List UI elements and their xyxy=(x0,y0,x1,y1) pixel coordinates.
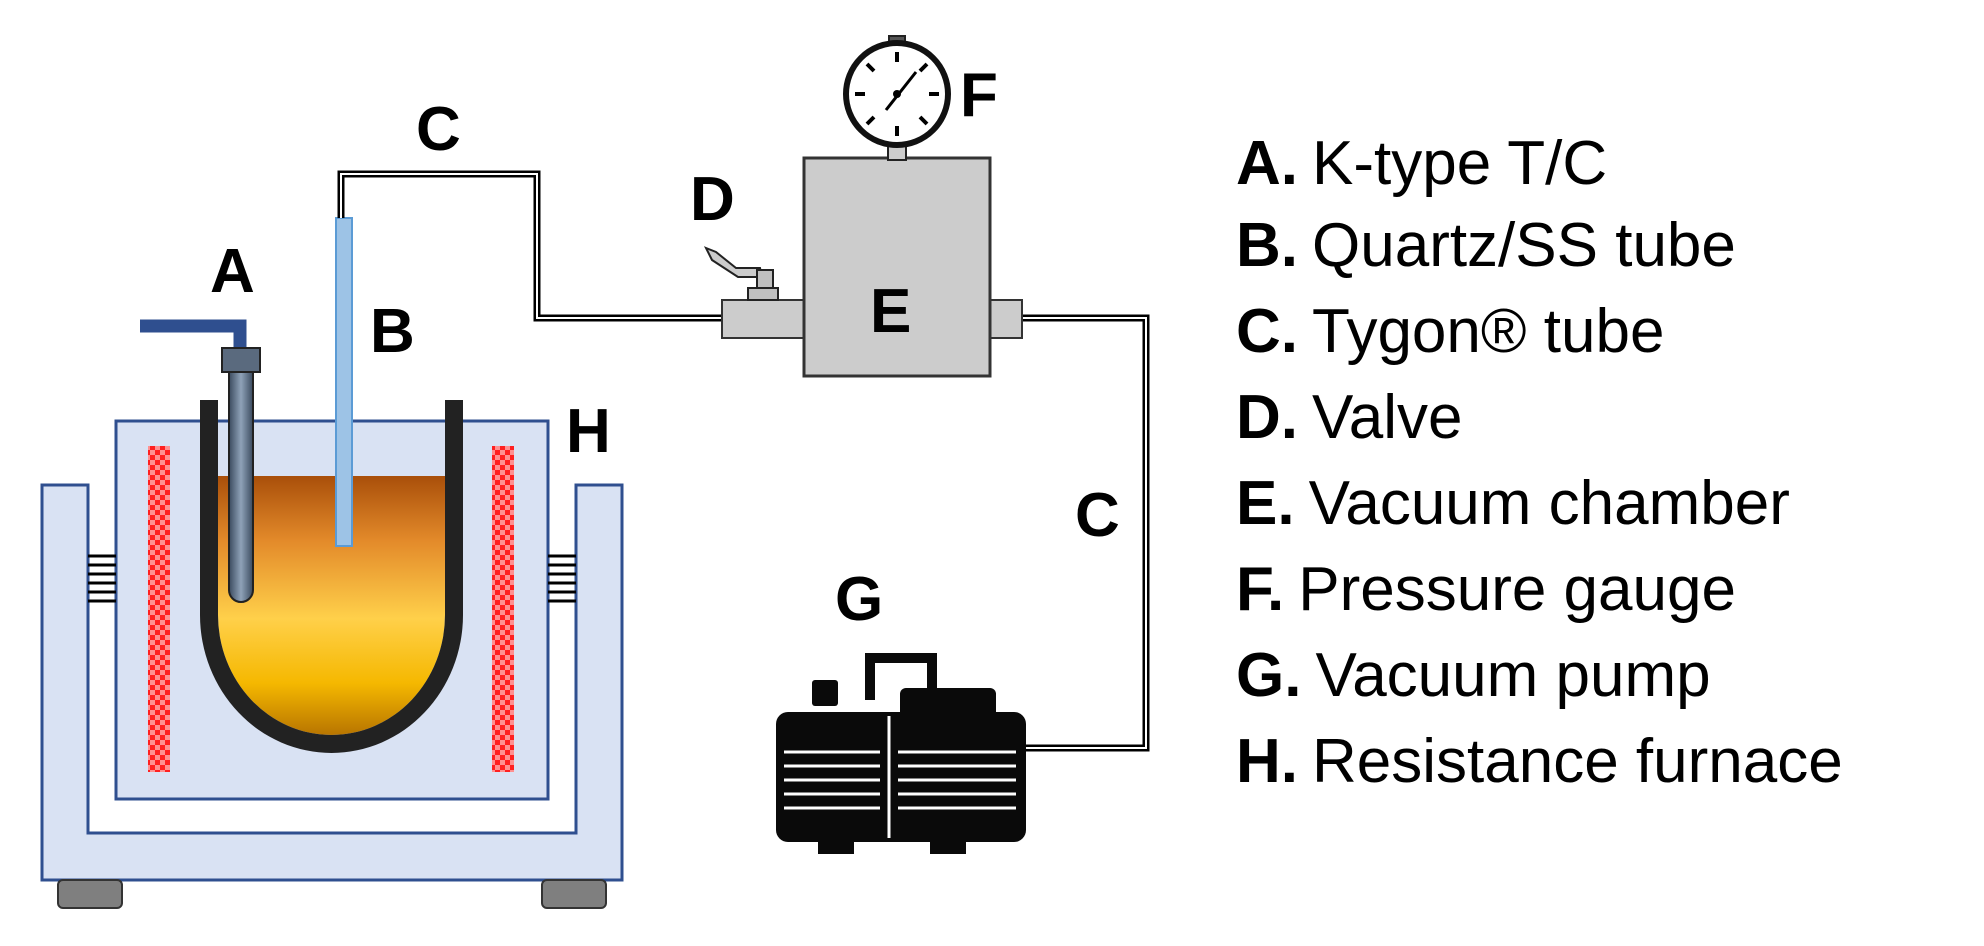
label-c-right: C xyxy=(1075,481,1120,550)
chamber-body xyxy=(802,156,992,378)
valve-base xyxy=(747,287,779,301)
legend-item: H.Resistance furnace xyxy=(1236,727,1843,796)
quartz-tube xyxy=(335,217,353,547)
legend-item: D.Valve xyxy=(1236,383,1463,452)
legend-item: E.Vacuum chamber xyxy=(1236,469,1790,538)
molten-metal xyxy=(218,476,445,735)
label-h: H xyxy=(566,397,611,466)
crucible xyxy=(200,400,463,753)
tygon-tube-right-inner xyxy=(1022,317,1147,749)
legend-item: A.K-type T/C xyxy=(1236,129,1607,198)
furnace-foot-left xyxy=(57,879,123,909)
vacuum-chamber xyxy=(721,156,1023,378)
furnace-foot-right xyxy=(541,879,607,909)
legend-item: C.Tygon® tube xyxy=(1236,297,1664,366)
valve-handle xyxy=(703,246,764,278)
pump-foot-right xyxy=(930,840,966,854)
label-a: A xyxy=(210,237,255,306)
label-e: E xyxy=(870,277,911,346)
label-g: G xyxy=(835,565,883,634)
thermocouple-wire xyxy=(140,319,247,350)
pump-foot-left xyxy=(818,840,854,854)
gauge-ticks xyxy=(855,52,939,136)
pump-fins xyxy=(784,716,1016,838)
heating-element-right xyxy=(492,446,514,772)
legend-item: B.Quartz/SS tube xyxy=(1236,211,1736,280)
thermocouple xyxy=(140,319,261,603)
pressure-gauge xyxy=(843,35,951,161)
label-b: B xyxy=(370,297,415,366)
thermocouple-head xyxy=(221,347,261,373)
legend-item: G.Vacuum pump xyxy=(1236,641,1711,710)
legend-item: F.Pressure gauge xyxy=(1236,555,1736,624)
right-spring xyxy=(548,554,576,603)
chamber-right-port xyxy=(989,299,1023,339)
thermocouple-sheath xyxy=(228,371,254,603)
pump-body xyxy=(776,712,1026,842)
gauge-pivot xyxy=(893,90,901,98)
valve xyxy=(703,246,779,301)
chamber-left-port xyxy=(721,299,805,339)
label-f: F xyxy=(960,61,998,130)
gauge-needle xyxy=(884,71,918,111)
tygon-tube-left-inner xyxy=(340,173,722,319)
legend: A.K-type T/C B.Quartz/SS tube C.Tygon® t… xyxy=(1236,129,1843,796)
pump-handle xyxy=(865,653,937,700)
pump-cap xyxy=(812,680,838,706)
label-c-top: C xyxy=(416,95,461,164)
vacuum-pump xyxy=(776,653,1026,854)
label-d: D xyxy=(690,165,735,234)
heating-element-left xyxy=(148,446,170,772)
left-spring xyxy=(88,554,116,603)
